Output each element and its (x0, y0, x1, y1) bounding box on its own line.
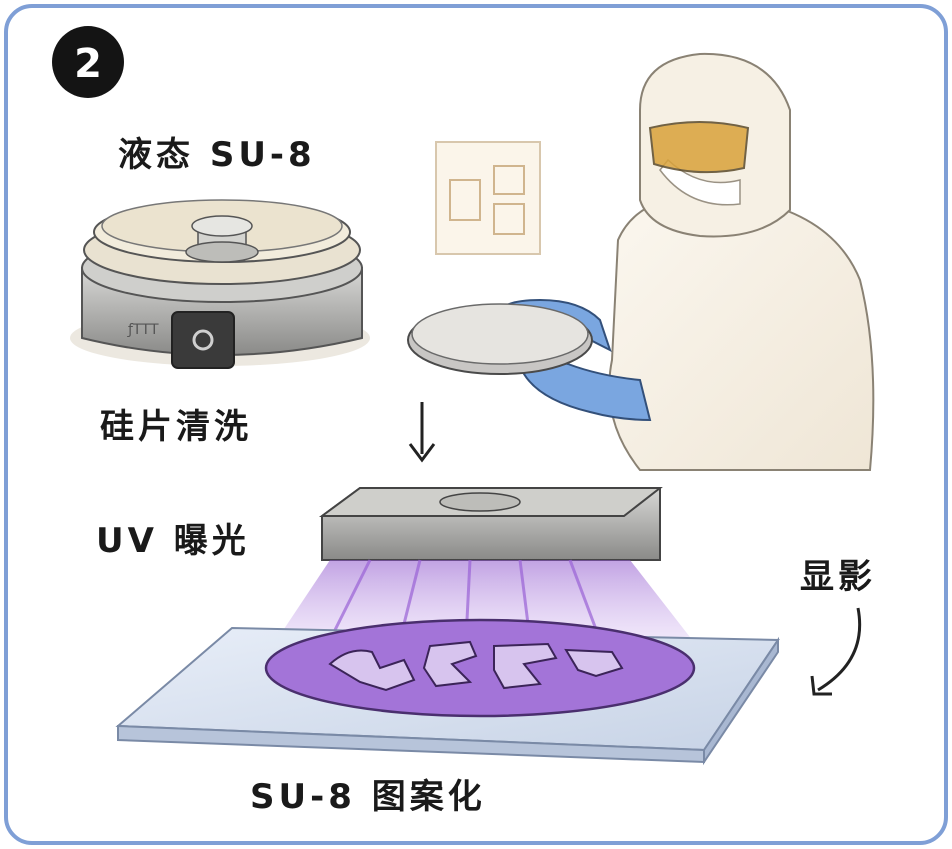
svg-text:ƒΤΤΤ: ƒΤΤΤ (127, 322, 159, 338)
label-su8-patterning: SU-8 图案化 (250, 777, 486, 817)
patterned-wafer (264, 618, 696, 718)
process-arrow-down-icon (408, 402, 436, 463)
step-number: 2 (74, 41, 102, 87)
label-wafer-cleaning: 硅片清洗 (100, 407, 252, 447)
spin-coater: ƒΤΤΤ (70, 199, 370, 369)
label-uv-exposure: UV 曝光 (96, 521, 250, 561)
power-button-icon (171, 311, 235, 369)
label-liquid-su8: 液态 SU-8 (118, 135, 316, 175)
glove-icon (522, 359, 652, 422)
uv-lamp (318, 487, 663, 561)
develop-arrow-icon (810, 607, 862, 696)
step-badge: 2 (52, 26, 124, 98)
goggles-icon (648, 121, 750, 174)
photomask-sheet-icon (435, 141, 541, 255)
label-develop: 显影 (800, 557, 876, 597)
wafer-held (407, 303, 593, 375)
